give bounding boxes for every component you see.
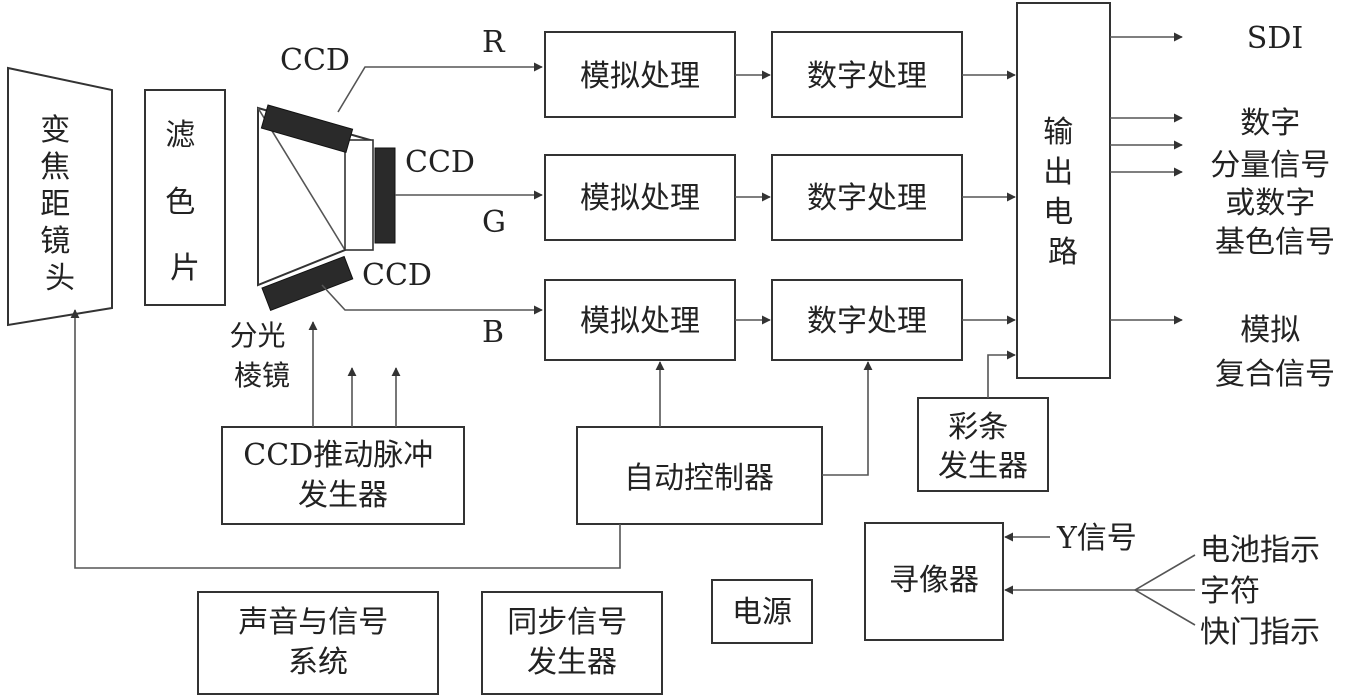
analog-output-label: 模拟 复合信号 <box>1215 313 1335 392</box>
digital-processing-b-label: 数字处理 <box>807 304 927 339</box>
ccd-middle-label: CCD <box>405 145 475 180</box>
character-label: 字符 <box>1200 574 1260 609</box>
sync-signal-generator-label: 同步信号 发生器 <box>507 605 637 680</box>
audio-signal-system-label: 声音与信号 系统 <box>238 605 398 680</box>
analog-processing-r-label: 模拟处理 <box>580 59 700 94</box>
r-signal-wire <box>337 62 543 113</box>
y-signal-label: Y信号 <box>1056 521 1137 556</box>
auto-control-to-lens-arrow <box>70 309 621 569</box>
digital-processing-b <box>771 279 963 361</box>
auto-controller <box>576 426 823 525</box>
power-supply <box>711 579 813 644</box>
digital-output-label: 数字 分量信号 或数字 基色信号 <box>1210 106 1340 260</box>
digital-processing-g <box>771 154 963 241</box>
color-bar-to-output-wire <box>987 350 1016 398</box>
channel-r-label: R <box>482 25 506 60</box>
battery-indicator-label: 电池指示 <box>1200 533 1320 568</box>
analog-processing-r <box>544 31 736 118</box>
filter: 滤 色 片 <box>144 89 226 306</box>
analog-processing-b-label: 模拟处理 <box>580 304 700 339</box>
filter-label: 滤 色 片 <box>165 118 205 286</box>
auto-controller-label: 自动控制器 <box>624 461 774 496</box>
digital-processing-r-label: 数字处理 <box>807 59 927 94</box>
zoom-lens: 变 焦 距 镜 头 <box>7 66 113 327</box>
digital-processing-r <box>771 31 963 118</box>
beam-splitter-prism <box>257 106 374 287</box>
prism-block <box>344 139 374 251</box>
ccd-top-label: CCD <box>280 43 350 78</box>
zoom-lens-label: 变 焦 距 镜 头 <box>40 113 80 296</box>
ccd-sensor-middle <box>374 147 396 244</box>
prism-label: 分光 棱镜 <box>230 319 295 392</box>
audio-signal-system <box>197 591 439 695</box>
analog-processing-b <box>544 279 736 361</box>
ccd-drive-pulse-generator-label: CCD推动脉冲 发生器 <box>243 438 443 513</box>
channel-g-label: G <box>482 205 506 240</box>
ccd-sensor-top <box>260 104 354 153</box>
ccd-drive-pulse-generator <box>221 426 465 525</box>
auto-control-to-digital-arrow <box>822 361 873 476</box>
analog-processing-g <box>544 154 736 241</box>
viewfinder <box>864 522 1004 641</box>
power-supply-label: 电源 <box>732 595 792 630</box>
zoom-lens-shape <box>7 66 113 327</box>
ccd-sensor-bottom <box>261 255 354 312</box>
sdi-output-label: SDI <box>1247 21 1303 56</box>
analog-processing-g-label: 模拟处理 <box>580 181 700 216</box>
ccd-bottom-label: CCD <box>362 258 432 293</box>
color-bar-generator <box>917 397 1049 492</box>
shutter-indicator-label: 快门指示 <box>1200 615 1320 650</box>
output-circuit <box>1016 2 1111 379</box>
digital-processing-g-label: 数字处理 <box>807 181 927 216</box>
b-signal-wire <box>321 284 543 315</box>
output-circuit-label: 输 出 电 路 <box>1043 115 1083 270</box>
color-bar-generator-label: 彩条 发生器 <box>938 410 1028 484</box>
sync-signal-generator <box>481 591 663 695</box>
channel-b-label: B <box>482 315 504 350</box>
filter-box <box>144 89 226 306</box>
viewfinder-label: 寻像器 <box>889 563 979 598</box>
